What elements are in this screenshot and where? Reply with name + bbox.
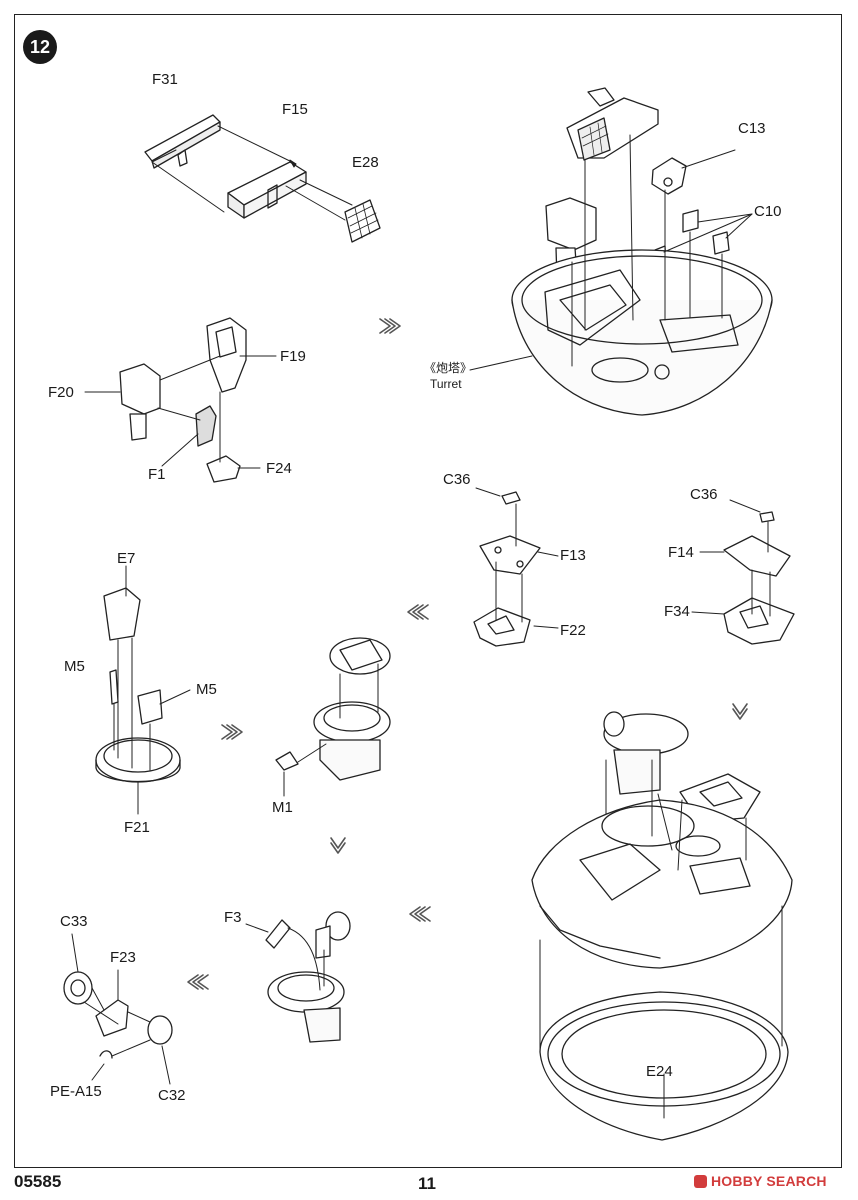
c13-part [651, 157, 687, 195]
label-c32: C32 [158, 1087, 186, 1104]
f3-assembly [245, 911, 351, 1043]
label-f31: F31 [152, 71, 178, 88]
label-f19: F19 [280, 348, 306, 365]
label-c13: C13 [738, 120, 766, 137]
product-code: 05585 [14, 1172, 62, 1191]
f13-arrows [475, 487, 559, 629]
f14-part [723, 535, 791, 577]
label-m5-b: M5 [196, 681, 217, 698]
label-turret-cn: 《炮塔》 [424, 361, 473, 375]
sight-block-part [566, 87, 659, 161]
c33-part [63, 971, 93, 1005]
f13-part [479, 535, 541, 575]
f19-part [206, 317, 247, 393]
pe-a15-part [99, 1050, 113, 1059]
hatch-ring-assembly [275, 637, 391, 797]
label-e7: E7 [117, 550, 136, 567]
label-turret-en: Turret [430, 377, 462, 391]
c32-part [147, 1015, 173, 1045]
f14-arrows [691, 499, 771, 617]
watermark: HOBBY SEARCH [694, 1173, 827, 1189]
f19-arrows [84, 355, 277, 469]
f34-part [723, 597, 795, 645]
label-m1: M1 [272, 799, 293, 816]
label-c36-b: C36 [690, 486, 718, 503]
label-c36-a: C36 [443, 471, 471, 488]
commander-cupola-part [603, 711, 689, 795]
f21-arrows [113, 565, 191, 815]
hatch-arrows [187, 318, 748, 990]
label-f22: F22 [560, 622, 586, 639]
label-f21: F21 [124, 819, 150, 836]
turret-upper-arrows [469, 134, 753, 371]
turret-upper [511, 249, 773, 416]
page-number: 11 [418, 1174, 436, 1193]
f24-part [206, 455, 241, 483]
step-number-badge: 12 [23, 30, 57, 64]
f1-part [195, 405, 217, 447]
c36-part-a [501, 491, 521, 505]
watermark-logo-icon [694, 1174, 707, 1188]
label-m5-a: M5 [64, 658, 85, 675]
label-f13: F13 [560, 547, 586, 564]
assembly-arrows-top [151, 125, 353, 221]
label-f20: F20 [48, 384, 74, 401]
label-c10: C10 [754, 203, 782, 220]
f21-part [95, 737, 181, 783]
m5-part-b [137, 689, 163, 725]
label-f34: F34 [664, 603, 690, 620]
label-f1: F1 [148, 466, 166, 483]
label-f15: F15 [282, 101, 308, 118]
label-f24: F24 [266, 460, 292, 477]
m5-part-a [109, 669, 119, 705]
label-f3: F3 [224, 909, 242, 926]
f20-part [119, 363, 161, 441]
c36-part-b [759, 511, 775, 523]
label-c33: C33 [60, 913, 88, 930]
e7-part [103, 587, 141, 641]
page-frame [14, 14, 842, 1168]
f22-part [473, 607, 531, 647]
e24-ring-part [539, 991, 789, 1141]
label-f23: F23 [110, 949, 136, 966]
turret-lower-arrows [539, 759, 783, 1119]
f31-part [144, 114, 221, 169]
turret-lower [531, 799, 793, 969]
e28-part [344, 199, 381, 243]
c33-arrows [71, 933, 171, 1085]
label-f14: F14 [668, 544, 694, 561]
label-e24: E24 [646, 1063, 673, 1080]
watermark-text: HOBBY SEARCH [711, 1173, 827, 1189]
f23-part [95, 999, 129, 1037]
label-pe-a15: PE-A15 [50, 1083, 102, 1100]
f15-part [227, 161, 307, 219]
label-e28: E28 [352, 154, 379, 171]
